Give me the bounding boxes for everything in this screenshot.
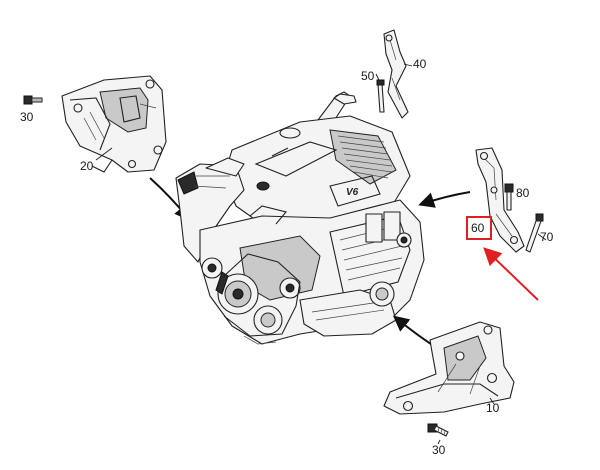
callout-60: 60 xyxy=(471,221,485,235)
callout-30-top: 30 xyxy=(20,110,34,124)
bolt-30-top xyxy=(23,95,43,105)
bracket-60 xyxy=(475,147,525,253)
leader-40 xyxy=(403,63,413,67)
callout-20: 20 xyxy=(80,159,94,173)
callout-40: 40 xyxy=(413,57,427,71)
bolt-80 xyxy=(504,183,514,211)
leader-10 xyxy=(489,397,495,405)
leader-50 xyxy=(375,73,381,83)
bracket-20 xyxy=(61,75,167,173)
callout-10: 10 xyxy=(486,401,500,415)
bracket-40 xyxy=(383,29,409,119)
highlight-arrow xyxy=(483,247,539,301)
stud-50 xyxy=(376,79,385,113)
callout-30-bottom: 30 xyxy=(432,443,446,457)
leader-20 xyxy=(95,147,113,161)
callout-70: 70 xyxy=(540,230,554,244)
callout-80: 80 xyxy=(516,186,530,200)
bracket-10 xyxy=(383,321,515,415)
v6-emblem: V6 xyxy=(346,187,359,198)
engine-assembly: V6 xyxy=(175,91,425,345)
bolt-70 xyxy=(525,213,544,253)
leader-30-bottom xyxy=(437,439,441,445)
highlight-box-60 xyxy=(466,216,492,240)
bolt-30-bottom xyxy=(427,423,449,437)
callout-50: 50 xyxy=(361,69,375,83)
leader-70 xyxy=(537,233,547,241)
arrow-60-to-engine xyxy=(418,191,471,208)
